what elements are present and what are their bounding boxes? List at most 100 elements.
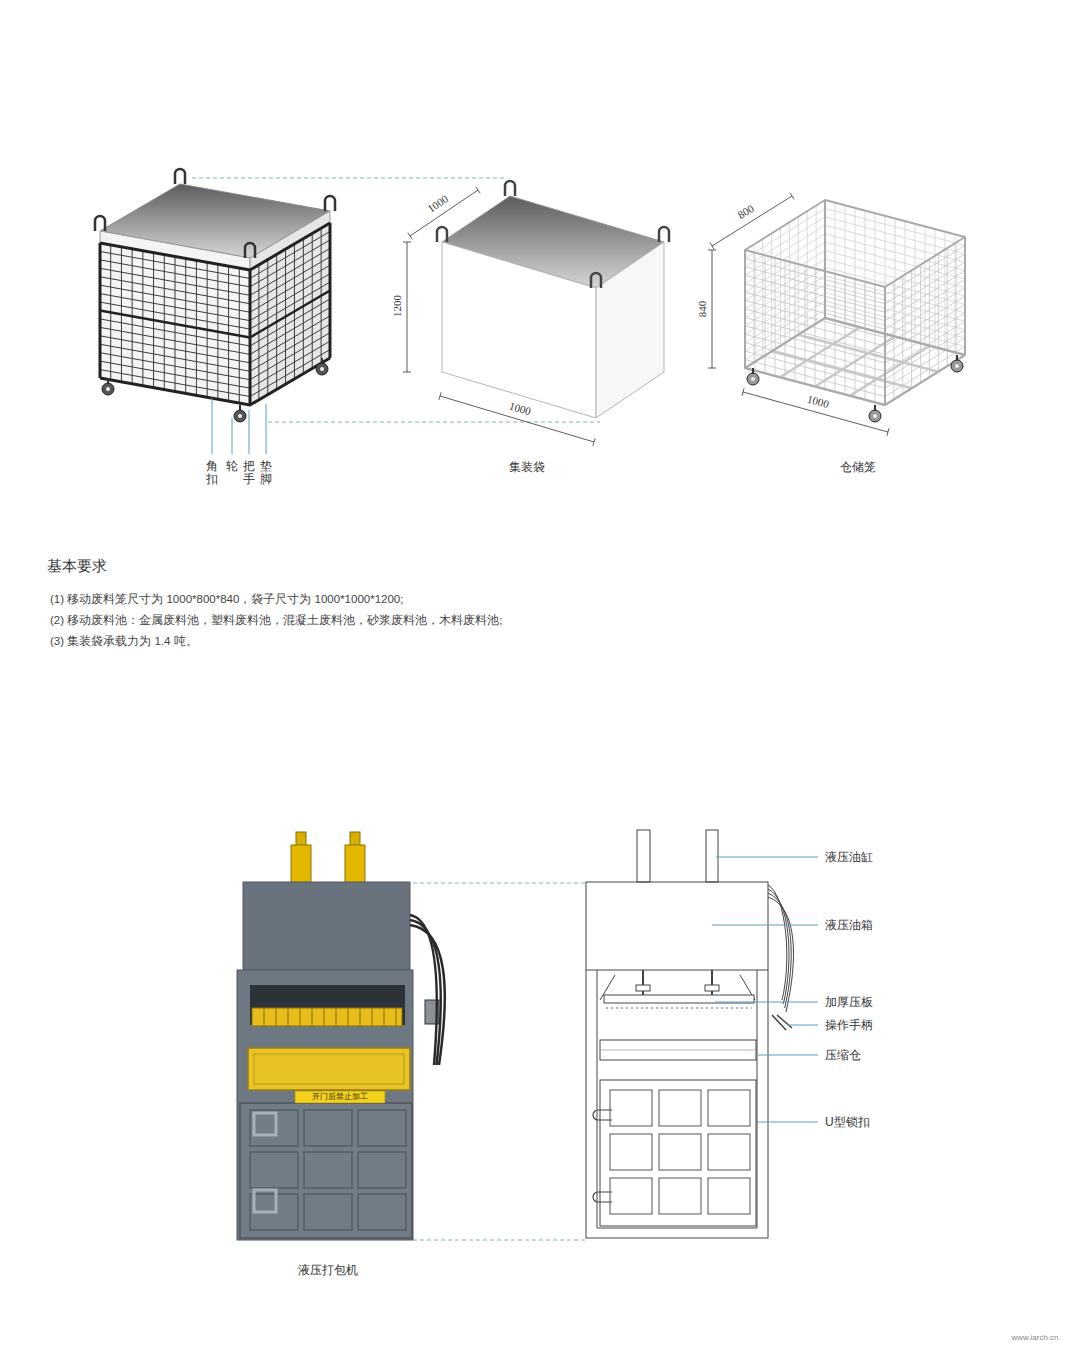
- cage-mesh: [100, 344, 250, 371]
- dimension-tick: [476, 187, 480, 194]
- caption: 液压打包机: [298, 1263, 358, 1277]
- cage-mesh: [745, 284, 885, 321]
- door-panel: [250, 1152, 298, 1188]
- cage-mesh: [745, 267, 885, 304]
- baler-drawing: [586, 830, 818, 1238]
- lower-door: [240, 1103, 412, 1238]
- caster-hub: [320, 367, 324, 371]
- cage-mesh: [825, 217, 965, 254]
- cage-mesh: [100, 361, 250, 388]
- cage-mesh: [825, 310, 965, 347]
- caster-hub: [955, 364, 959, 368]
- watermark: www.iarch.cn: [1011, 1333, 1058, 1343]
- caption: 集装袋: [509, 460, 545, 474]
- cage-mesh: [885, 287, 886, 405]
- plate-teeth: [606, 1008, 752, 1009]
- dimension-line: [712, 250, 713, 368]
- cage-mesh: [885, 262, 965, 312]
- lifting-loop: [95, 216, 105, 231]
- callout-label: 操作手柄: [825, 1018, 873, 1032]
- cage-mesh: [825, 234, 965, 271]
- cylinder-cap: [350, 832, 360, 846]
- guide-line: [192, 178, 505, 179]
- cage-mesh: [745, 208, 825, 258]
- part-label: 角扣: [206, 460, 218, 486]
- door-outline: [600, 1080, 756, 1226]
- plate-rib: [276, 1008, 277, 1026]
- cage-mesh: [885, 271, 965, 321]
- caster-wheel: [102, 383, 114, 395]
- door-handle: [254, 1113, 276, 1135]
- hydraulic-hose: [410, 920, 441, 1065]
- cage-post: [99, 243, 102, 378]
- cage-mesh: [825, 251, 965, 288]
- cage-mesh: [745, 326, 885, 363]
- door-panel: [250, 1110, 298, 1146]
- dimension-tick: [403, 372, 411, 373]
- hydraulic-hose: [768, 889, 789, 1004]
- caster-wheel: [747, 373, 759, 385]
- plate-rib: [384, 1008, 385, 1026]
- press-plate: [252, 1008, 402, 1026]
- bag-face: [596, 242, 664, 418]
- cage-mesh: [745, 258, 885, 295]
- hydraulic-hose: [768, 897, 793, 1012]
- lifting-loop: [505, 181, 515, 196]
- cage-frame: [100, 223, 330, 270]
- caster-hub: [873, 414, 877, 418]
- cage-mesh: [825, 200, 826, 318]
- hydraulic-cylinder: [345, 845, 365, 885]
- dimension-label: 1200: [391, 295, 404, 317]
- door-panel: [610, 1134, 652, 1170]
- door-panel: [304, 1152, 352, 1188]
- u-lock: [593, 1192, 612, 1202]
- cage-mesh: [100, 277, 250, 304]
- dimension-tick: [710, 243, 714, 250]
- caster-wheel: [951, 360, 963, 372]
- callout-label: U型锁扣: [825, 1115, 870, 1129]
- dimension-line: [440, 396, 594, 442]
- cage-mesh: [745, 301, 885, 338]
- dimension-tick: [790, 193, 794, 200]
- lifting-loop: [245, 243, 255, 258]
- cage-post: [744, 250, 746, 368]
- rod-clamp: [636, 985, 650, 991]
- door-panel: [358, 1110, 406, 1146]
- requirement-text: (1) 移动废料笼尺寸为 1000*800*840，袋子尺寸为 1000*100…: [50, 593, 403, 607]
- cage-mesh: [745, 360, 885, 397]
- dimension-tick: [708, 368, 716, 369]
- part-label: 轮: [226, 460, 238, 473]
- door-panel: [358, 1152, 406, 1188]
- plate-rib: [324, 1008, 325, 1026]
- cage-floor: [798, 335, 938, 372]
- caster-hub: [238, 414, 242, 418]
- door-handle: [254, 1190, 276, 1212]
- door-panel: [610, 1178, 652, 1214]
- cage-mesh: [885, 321, 965, 371]
- part-label: 垫脚: [260, 460, 272, 486]
- cage-mesh: [825, 200, 826, 318]
- top-illustrations: [95, 169, 965, 454]
- cage-mesh: [885, 288, 965, 338]
- plate-rib: [300, 1008, 301, 1026]
- plate-rib: [288, 1008, 289, 1026]
- leader-line: [788, 1025, 818, 1026]
- door-panel: [610, 1090, 652, 1126]
- guide-line: [268, 422, 600, 423]
- chamber-line: [600, 1050, 756, 1051]
- leader-line: [232, 418, 233, 454]
- cylinder-cap: [296, 832, 306, 846]
- cage-mesh: [745, 351, 885, 388]
- baler-photo: [237, 832, 585, 1240]
- leader-line: [757, 1122, 818, 1123]
- lifting-loop: [437, 227, 447, 242]
- bag-face: [442, 242, 596, 418]
- caster-wheel: [234, 410, 246, 422]
- dimension-tick: [593, 438, 595, 446]
- cage-mesh: [965, 237, 966, 355]
- cage-post: [884, 287, 886, 405]
- cage-mesh: [885, 287, 886, 405]
- lifting-loop: [175, 169, 185, 184]
- door-panel: [358, 1194, 406, 1230]
